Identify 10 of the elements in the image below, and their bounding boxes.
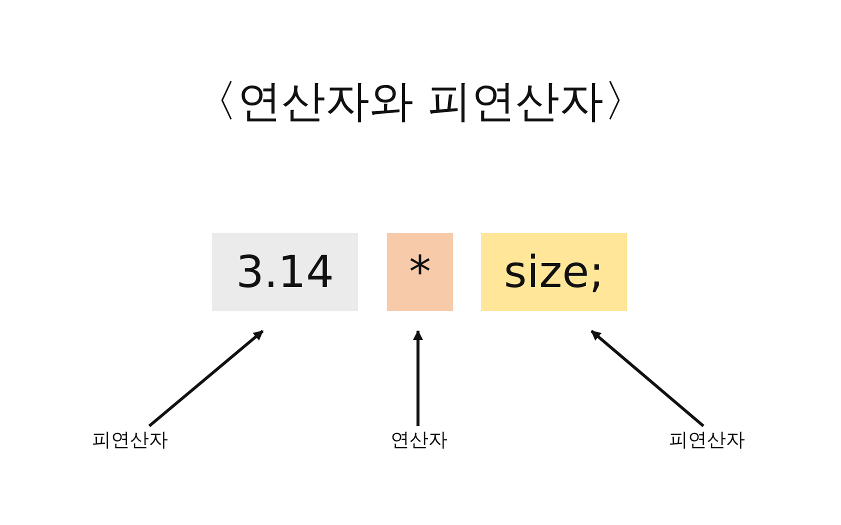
title: 〈연산자와 피연산자〉 — [192, 75, 648, 129]
callout-label: 연산자 — [378, 426, 460, 454]
callout-label: 피연산자 — [85, 426, 175, 454]
operand-box: 3.14 — [212, 233, 358, 311]
operator-box: * — [387, 233, 453, 311]
arrow — [413, 330, 423, 426]
callout-label: 피연산자 — [662, 426, 752, 454]
operand-box: size; — [481, 233, 627, 311]
arrow — [590, 330, 704, 428]
arrow — [148, 330, 264, 428]
